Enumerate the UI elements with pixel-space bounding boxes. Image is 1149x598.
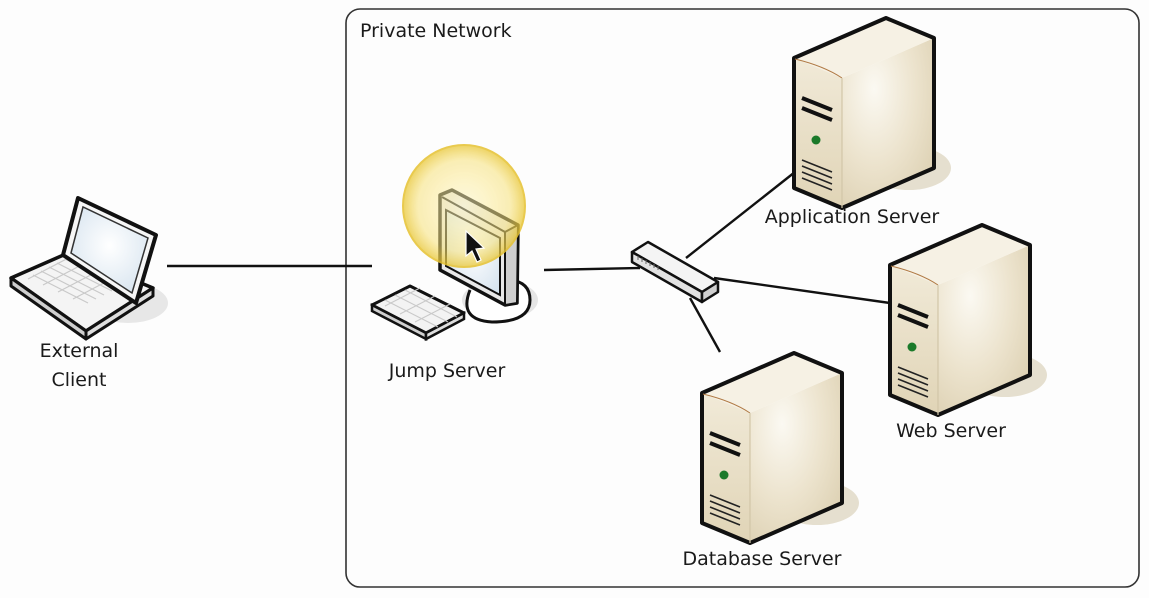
database-server-label: Database Server bbox=[682, 548, 841, 570]
application-server-label: Application Server bbox=[765, 206, 940, 228]
web-server-icon[interactable] bbox=[888, 223, 1049, 417]
database-server-icon[interactable] bbox=[700, 351, 861, 545]
link-jump-switch bbox=[543, 266, 641, 272]
web-server-label: Web Server bbox=[896, 420, 1006, 442]
jump-server-label: Jump Server bbox=[388, 360, 506, 382]
mouse-cursor-icon bbox=[465, 229, 486, 263]
external-client-label-line1: External bbox=[40, 340, 119, 362]
external-client-label-line2: Client bbox=[51, 369, 106, 391]
connections bbox=[167, 171, 891, 353]
private-network-boundary bbox=[345, 8, 1140, 588]
link-switch-web bbox=[713, 276, 891, 305]
application-server-icon[interactable] bbox=[792, 16, 953, 210]
link-switch-application bbox=[685, 171, 796, 259]
private-network-title: Private Network bbox=[360, 20, 512, 42]
laptop-icon[interactable] bbox=[9, 196, 168, 341]
cursor-highlight bbox=[402, 144, 526, 268]
link-switch-database bbox=[688, 297, 722, 353]
network-switch-icon[interactable] bbox=[630, 240, 720, 304]
